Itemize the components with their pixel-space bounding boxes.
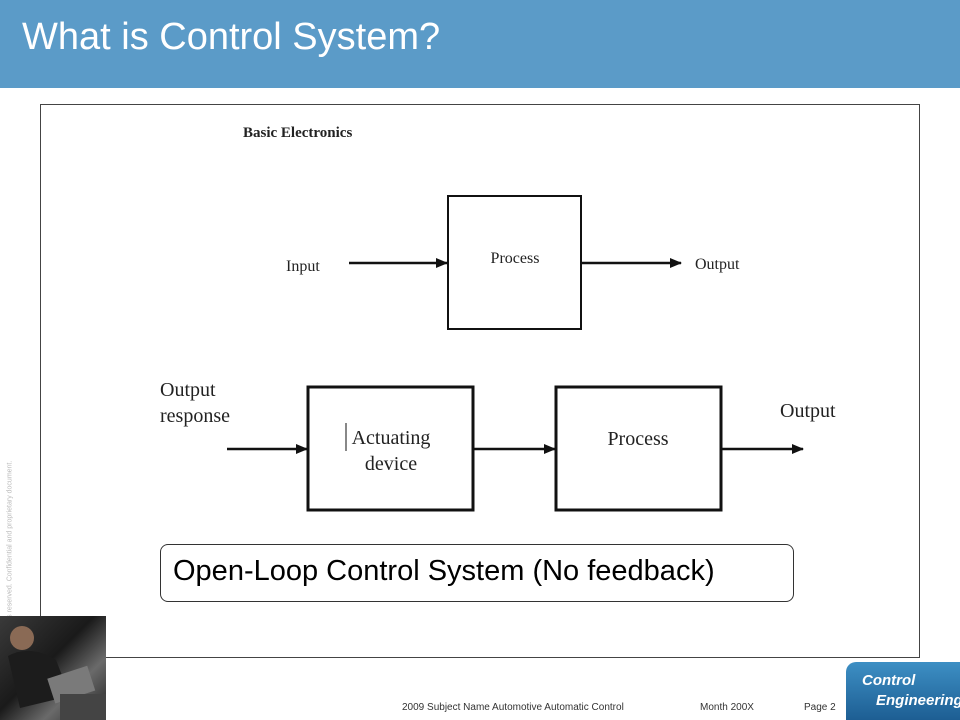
title-bar: What is Control System? — [0, 0, 960, 88]
output-response-label-1: Output — [160, 379, 216, 401]
process-label-bottom: Process — [607, 428, 668, 450]
output-label-bottom: Output — [780, 400, 836, 422]
diagram-heading: Basic Electronics — [243, 125, 352, 141]
process-label-top: Process — [491, 250, 540, 267]
footer-subject: 2009 Subject Name Automotive Automatic C… — [402, 702, 624, 713]
actuating-label-2: device — [365, 453, 417, 475]
actuating-device-box — [306, 385, 475, 512]
logo-text-line2: Engineering — [876, 692, 960, 709]
logo-text-line1: Control — [862, 672, 916, 689]
process-box-top — [447, 195, 582, 330]
block-diagrams: Basic Electronics Input Process Output O… — [160, 125, 836, 512]
actuating-label-1: Actuating — [352, 427, 431, 449]
input-label: Input — [286, 258, 320, 275]
footer-page-number: Page 2 — [804, 702, 836, 713]
process-box-bottom — [554, 385, 723, 512]
technician-illustration — [8, 626, 106, 720]
open-loop-callout: Open-Loop Control System (No feedback) — [160, 544, 794, 602]
technician-photo — [0, 616, 106, 720]
output-response-label-2: response — [160, 405, 230, 427]
output-label-top: Output — [695, 256, 740, 273]
control-engineering-logo: Control Engineering — [846, 662, 960, 720]
slide-title: What is Control System? — [22, 16, 441, 58]
callout-text: Open-Loop Control System (No feedback) — [173, 555, 715, 587]
footer-date: Month 200X — [700, 702, 754, 713]
